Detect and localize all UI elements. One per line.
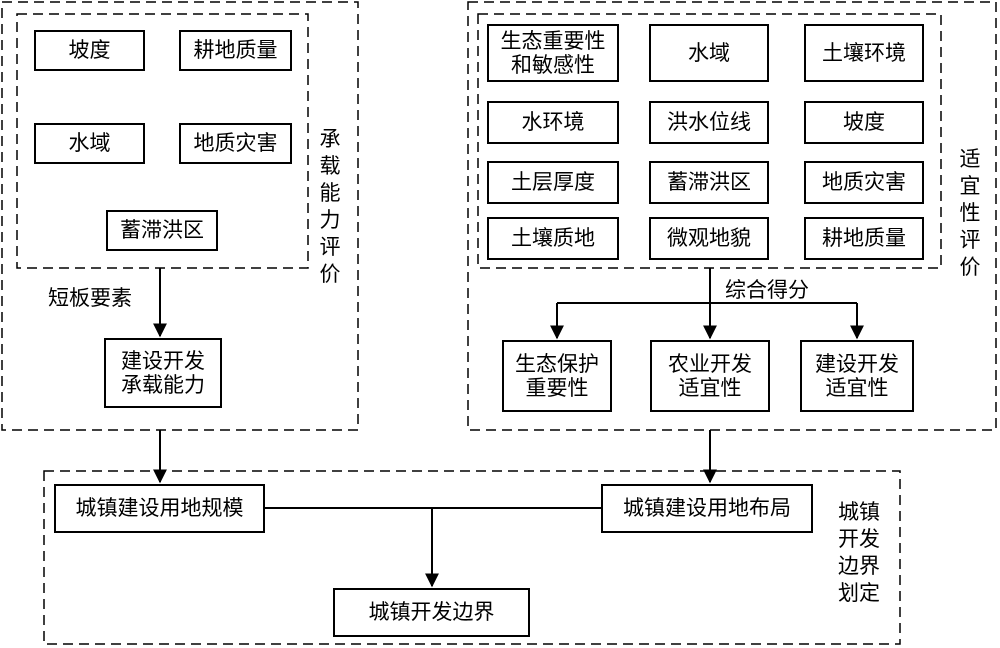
right-factor-flood-line: 洪水位线 xyxy=(649,101,769,144)
right-factor-slope: 坡度 xyxy=(804,101,924,144)
right-factor-farmland-quality: 耕地质量 xyxy=(804,217,924,260)
urban-land-layout: 城镇建设用地布局 xyxy=(601,484,813,533)
left-group-frame xyxy=(1,1,359,431)
right-factor-micro-landform: 微观地貌 xyxy=(649,217,769,260)
left-factor-farmland-quality: 耕地质量 xyxy=(179,30,292,71)
right-factor-water-env: 水环境 xyxy=(487,101,619,144)
left-result-capacity: 建设开发 承载能力 xyxy=(104,338,222,408)
right-factor-ecology: 生态重要性 和敏感性 xyxy=(487,24,619,82)
right-factor-soil-texture: 土壤质地 xyxy=(487,217,619,260)
left-factor-water: 水域 xyxy=(34,123,145,164)
urban-land-scale: 城镇建设用地规模 xyxy=(54,484,265,533)
left-edge-label: 短板要素 xyxy=(48,286,132,310)
right-factor-water: 水域 xyxy=(649,24,769,82)
right-group-title: 适宜性评价 xyxy=(959,147,981,279)
right-factor-soil-depth: 土层厚度 xyxy=(487,161,619,204)
left-factor-geohazard: 地质灾害 xyxy=(179,123,292,164)
left-group-title: 承载能力评价 xyxy=(319,127,341,286)
right-factor-soil-env: 土壤环境 xyxy=(804,24,924,82)
left-inner-frame xyxy=(16,13,309,269)
bottom-group-frame xyxy=(43,470,901,645)
right-edge-label: 综合得分 xyxy=(725,278,809,302)
urban-development-boundary: 城镇开发边界 xyxy=(333,588,530,637)
bottom-group-title: 城镇开发边界划定 xyxy=(838,500,880,605)
right-group-frame xyxy=(467,1,997,431)
right-result-eco-importance: 生态保护 重要性 xyxy=(502,340,612,412)
right-result-agri-suitability: 农业开发 适宜性 xyxy=(650,340,770,412)
left-factor-flood-storage: 蓄滞洪区 xyxy=(106,210,218,251)
right-result-build-suitability: 建设开发 适宜性 xyxy=(800,340,914,412)
right-factor-geohazard: 地质灾害 xyxy=(804,161,924,204)
right-factor-flood-storage: 蓄滞洪区 xyxy=(649,161,769,204)
left-factor-slope: 坡度 xyxy=(34,30,145,71)
